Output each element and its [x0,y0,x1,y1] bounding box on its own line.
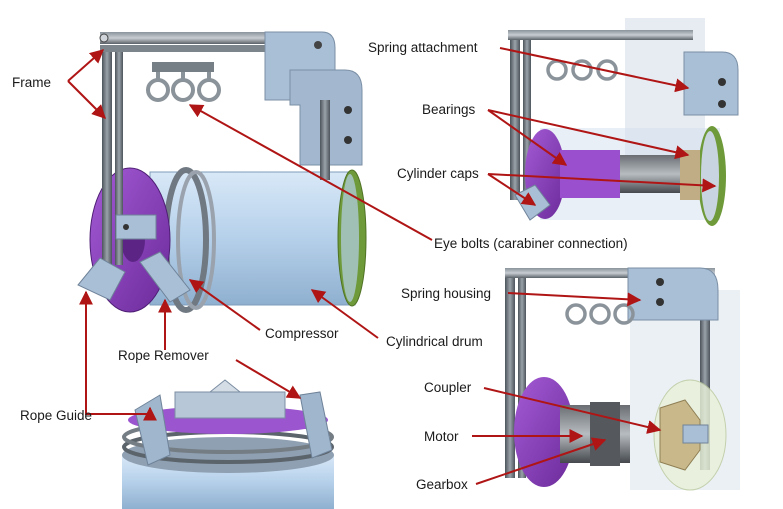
spring-housing [627,267,719,321]
closeup-bracket-right [299,391,333,459]
eye-bolts [146,62,221,102]
rope-remover-closeup-view [122,379,334,509]
label-rope-remover: Rope Remover [118,348,209,363]
coupler [659,399,701,471]
transparent-view-bottom [505,267,740,491]
frame-top-rail [100,32,300,44]
gearbox [590,402,620,466]
label-spring-attachment: Spring attachment [368,40,478,55]
label-rope-guide: Rope Guide [20,408,92,423]
label-frame: Frame [12,75,51,90]
label-cylindrical-drum: Cylindrical drum [386,334,483,349]
spring-attachment-bracket [683,51,739,116]
label-eye-bolts: Eye bolts (carabiner connection) [434,236,628,251]
main-assembly-view [77,31,367,313]
rope-guide-bracket [77,257,126,301]
label-motor: Motor [424,429,459,444]
label-compressor: Compressor [265,326,339,341]
frame-rail-left [102,45,112,265]
label-bearings: Bearings [422,102,476,117]
frame-top-rail [508,30,693,40]
shaft-assembly [560,150,620,198]
label-cylinder-caps: Cylinder caps [397,166,479,181]
label-spring-housing: Spring housing [401,286,491,301]
callout-arrows [67,47,717,485]
label-gearbox: Gearbox [416,477,468,492]
label-coupler: Coupler [424,380,472,395]
